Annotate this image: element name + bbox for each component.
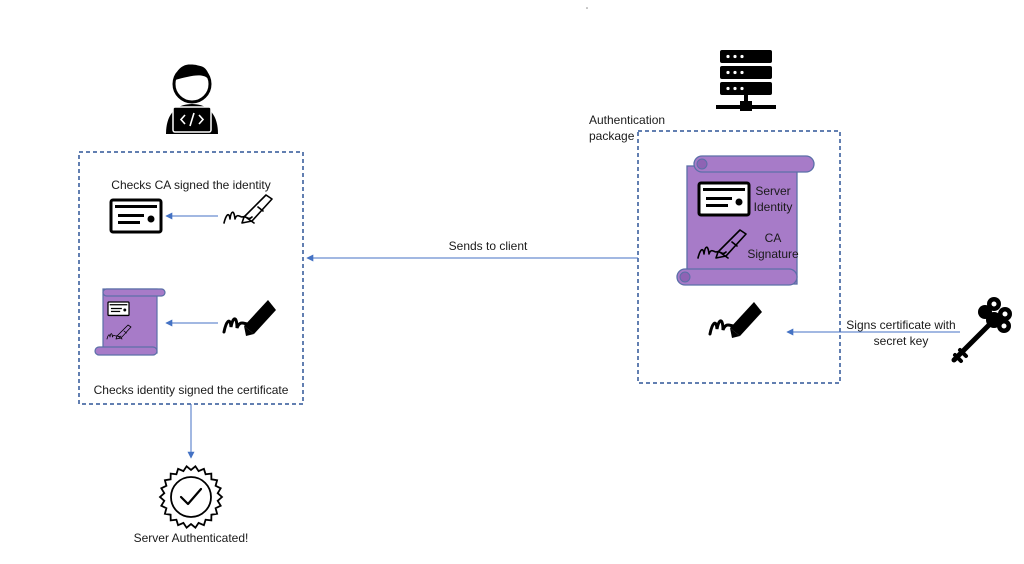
check-identity-label: Checks identity signed the certificate [93, 383, 289, 397]
server-rack-icon [716, 50, 776, 111]
package-label-line1: Authentication [589, 113, 666, 127]
server-identity-line2: Identity [753, 200, 793, 214]
secret-signature-icon [708, 300, 764, 340]
signs-label-line2: secret key [873, 334, 929, 348]
id-card-icon [109, 198, 163, 234]
key-icon [951, 297, 1012, 363]
server-identity-line1: Server [755, 184, 791, 198]
server-authenticated-label: Server Authenticated! [133, 531, 249, 545]
signs-label-line1: Signs certificate with [846, 318, 956, 332]
sends-to-client-label: Sends to client [448, 239, 528, 253]
package-label-line2: package [589, 129, 635, 143]
verified-badge-icon [158, 464, 224, 530]
ca-signature-line1: CA [764, 231, 782, 245]
developer-icon [166, 64, 218, 134]
server-id-card-icon [697, 181, 751, 217]
certificate-scroll [676, 155, 815, 286]
authentication-package-box [637, 130, 841, 384]
check-ca-label: Checks CA signed the identity [111, 178, 271, 192]
certificate-scroll-icon [94, 288, 166, 356]
signature-pen-icon [223, 194, 273, 224]
ca-signature-line2: Signature [747, 247, 799, 261]
signature-ink-icon [222, 298, 278, 338]
